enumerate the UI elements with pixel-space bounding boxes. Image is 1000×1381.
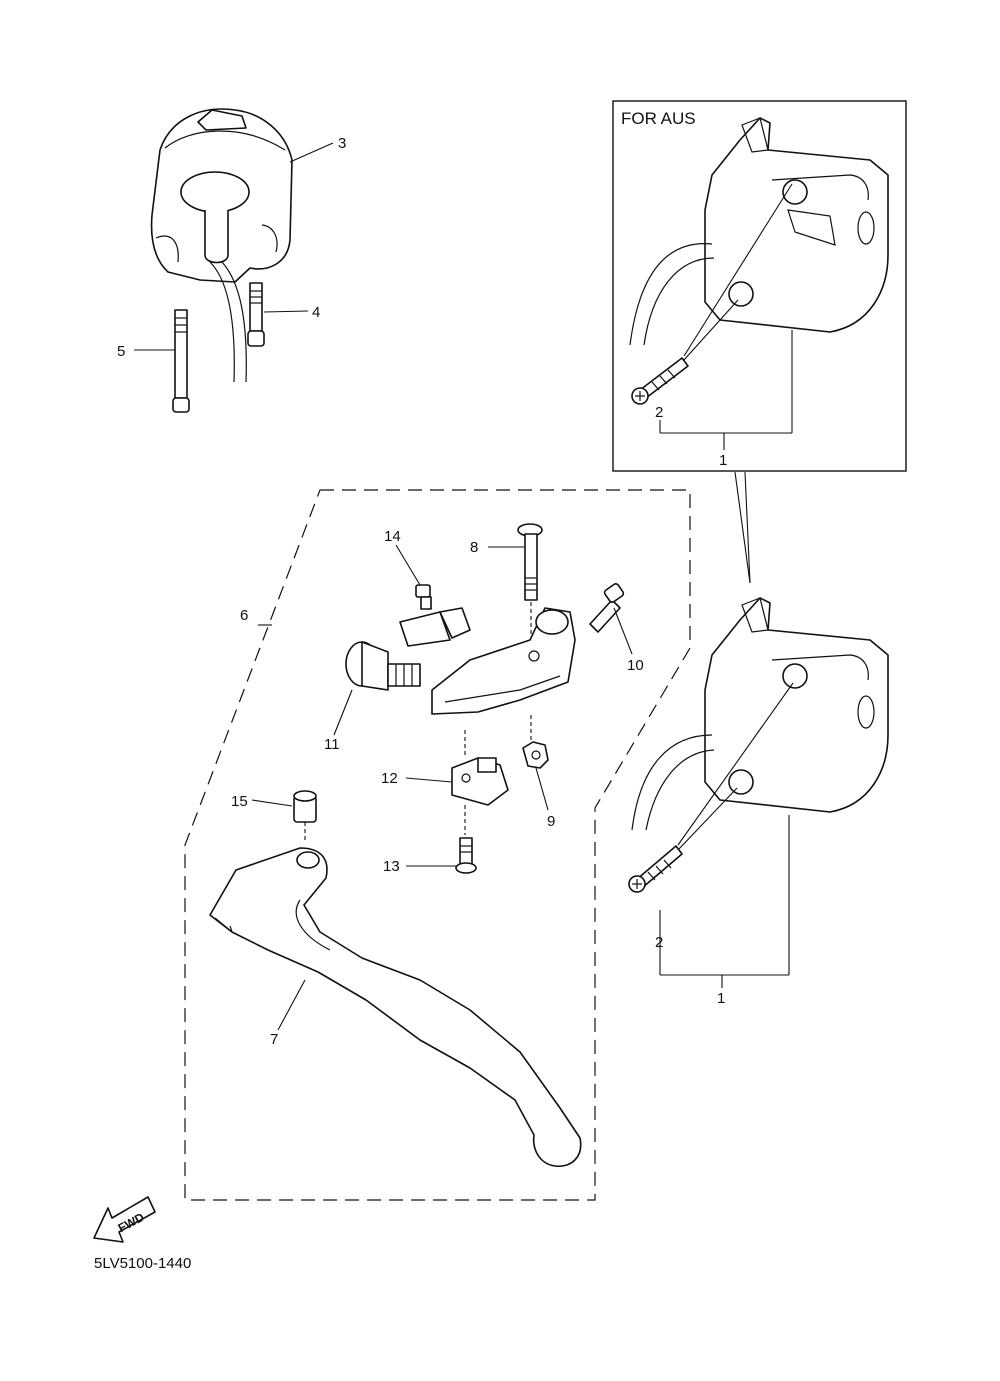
collar-part-15 (293, 790, 317, 823)
pin-part-8 (517, 523, 543, 601)
callout-6: 6 (240, 607, 248, 624)
callout-13: 13 (383, 858, 400, 875)
callout-15: 15 (231, 793, 248, 810)
throttle-housing-part-3 (150, 108, 293, 383)
screw-part-10 (589, 583, 625, 633)
inset-frame (612, 100, 907, 472)
adjuster-part-11 (345, 641, 421, 691)
callout-9: 9 (547, 813, 555, 830)
switch-assembly-inset (629, 117, 889, 405)
callout-1: 1 (717, 990, 725, 1007)
callout-10: 10 (627, 657, 644, 674)
screw-part-14 (415, 584, 432, 610)
lever-part-7 (209, 847, 582, 1167)
callout-8: 8 (470, 539, 478, 556)
lever-assembly-outline (184, 489, 691, 1201)
block-part-12 (451, 757, 509, 806)
bolt-part-4 (247, 282, 265, 347)
callout-11: 11 (324, 736, 340, 753)
drawing-code: 5LV5100-1440 (94, 1255, 191, 1272)
bolt-part-5 (172, 309, 190, 413)
screw-part-13 (455, 837, 477, 874)
inset-label: FOR AUS (621, 109, 696, 128)
callout-2: 2 (655, 934, 663, 951)
callout-3: 3 (338, 135, 346, 152)
callout-12: 12 (381, 770, 398, 787)
callout-7: 7 (270, 1031, 278, 1048)
callout-4: 4 (312, 304, 320, 321)
lever-holder (399, 607, 576, 715)
switch-assembly-main (628, 597, 889, 893)
callout-1-inset: 1 (719, 452, 727, 469)
callout-14: 14 (384, 528, 401, 545)
callout-2-inset: 2 (655, 404, 663, 421)
nut-part-9 (522, 741, 549, 769)
forward-direction-arrow-icon (93, 1196, 156, 1243)
callout-5: 5 (117, 343, 125, 360)
